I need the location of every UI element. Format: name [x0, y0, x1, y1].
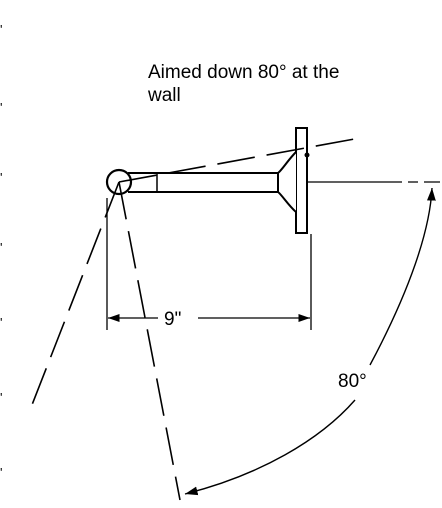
beam-lower-left-line	[29, 181, 120, 411]
beam-aim-line	[118, 181, 181, 501]
scale-mark-1: '	[0, 100, 3, 115]
scale-mark-6: '	[0, 465, 3, 480]
scale-mark-2: '	[0, 170, 3, 185]
caption: Aimed down 80° at the wall	[148, 62, 340, 106]
mount-screw	[304, 152, 310, 158]
beam-upper-line	[118, 137, 361, 183]
angle-arc-lower	[184, 399, 356, 496]
scale-mark-0: '	[0, 22, 3, 37]
aim-angle-label: 80°	[338, 371, 367, 392]
angle-arc-upper	[369, 187, 436, 366]
scale-mark-4: '	[0, 315, 3, 330]
scale-mark-5: '	[0, 390, 3, 405]
scale-mark-3: '	[0, 240, 3, 255]
wall-plate	[295, 127, 308, 234]
arm-length-label: 9"	[164, 309, 181, 330]
mount-base	[277, 151, 297, 213]
